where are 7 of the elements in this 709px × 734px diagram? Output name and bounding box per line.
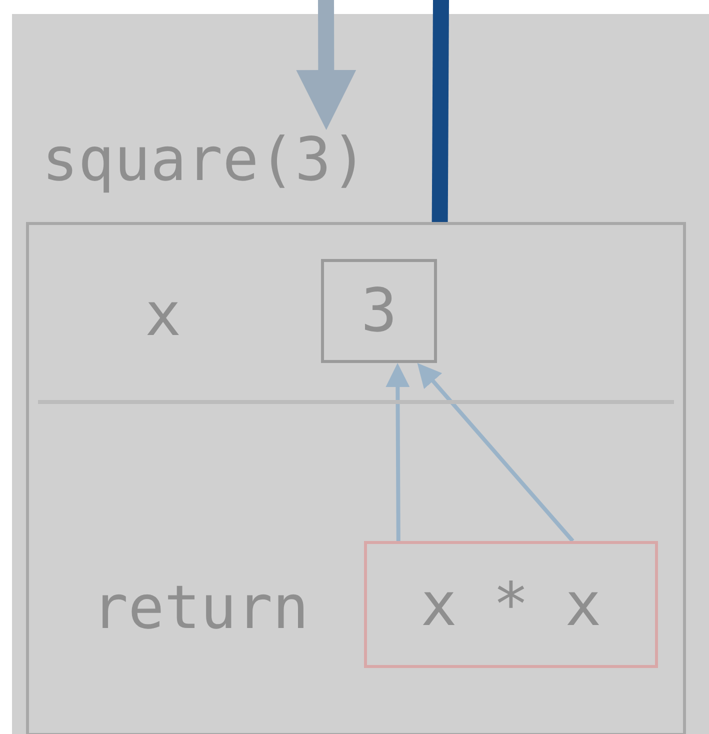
return-keyword: return <box>92 578 309 638</box>
arrow <box>296 0 356 130</box>
arrow <box>386 363 410 542</box>
expression-box: x * x <box>364 541 658 668</box>
arrow <box>417 363 574 542</box>
value-box: 3 <box>321 259 437 363</box>
variable-name: x <box>145 285 182 345</box>
